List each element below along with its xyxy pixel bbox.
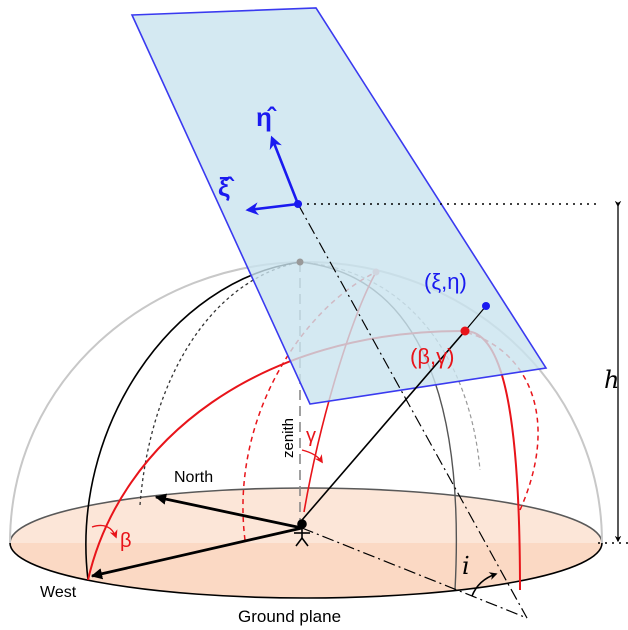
back-meridian-dotted: [139, 261, 301, 506]
north-label: North: [174, 469, 213, 486]
beta-angle-arc: [91, 524, 118, 539]
beta-label: β: [120, 530, 132, 552]
ground-axis: [301, 527, 528, 619]
inclination-label: i: [462, 552, 470, 580]
eta-hat-arrow: [269, 135, 300, 205]
inclination-angle-arc: [471, 572, 498, 597]
xi-hat-arrow: [245, 202, 299, 216]
beta-gamma-point: [460, 326, 470, 336]
north-arrow: [154, 493, 303, 530]
west-arrow: [90, 526, 303, 580]
beta-gamma-label: (β,γ): [410, 344, 454, 369]
zenith-label: zenith: [280, 418, 297, 458]
west-label: West: [40, 584, 77, 601]
zenith-point: [296, 258, 304, 266]
line-to-plane: [464, 305, 487, 332]
projection-plane: [130, 7, 548, 405]
h-label: h: [604, 366, 619, 394]
projection-axis: [297, 203, 528, 619]
xi-eta-point: [482, 302, 490, 310]
eta-hat-label: η̂: [256, 102, 277, 132]
line-of-sight: [301, 330, 466, 521]
gamma-angle-arc: [301, 449, 323, 464]
observer-icon: [294, 519, 310, 547]
meridian-west: [85, 261, 301, 581]
gamma-label: γ: [306, 425, 316, 447]
xi-eta-label: (ξ,η): [424, 269, 467, 294]
ground-plane-label: Ground plane: [238, 607, 341, 626]
